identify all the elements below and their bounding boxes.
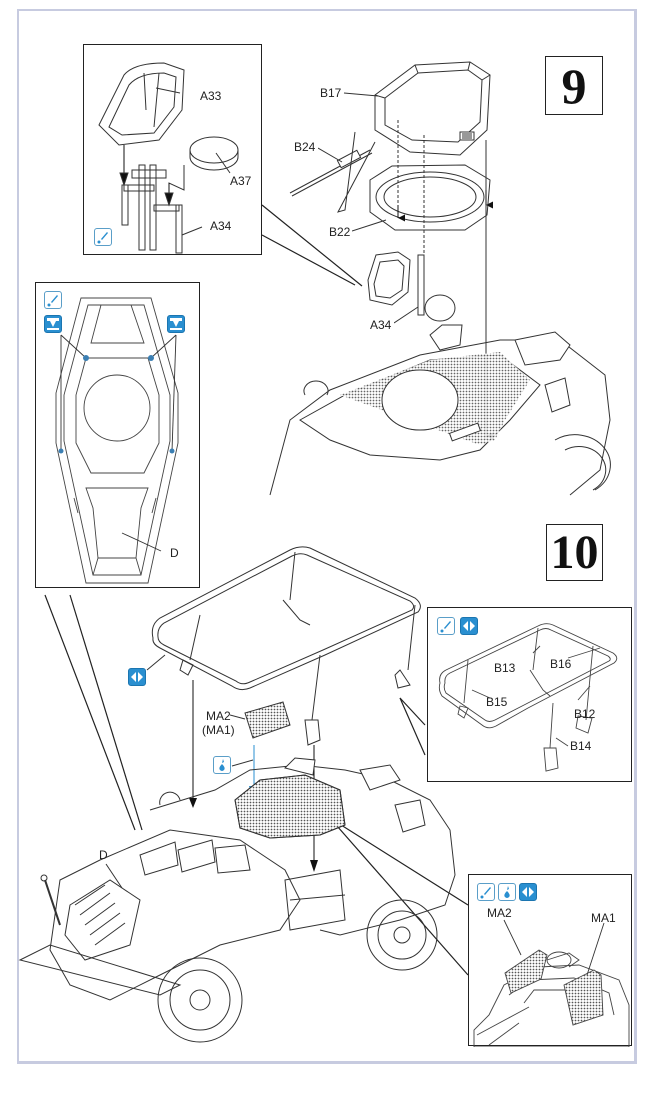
leader-a34-main [394,306,419,324]
part-ma2-mesh [504,949,548,994]
mesh-screens-drawing [473,919,630,1047]
drill-point [148,355,154,361]
part-a37-cushion [189,136,239,164]
seat-assembly-inset: A33 A37 A34 [83,44,262,255]
part-d-hull-top [55,297,179,584]
leader-b24 [318,147,343,163]
label-b14: B14 [570,739,592,753]
label-d-main: D [99,848,108,862]
label-b15: B15 [486,695,508,709]
part-a34-seat-assembled [367,251,456,322]
leader-b17 [343,92,379,97]
label-a37: A37 [230,174,252,188]
drill-point [58,448,64,454]
glue-icon [44,291,62,309]
flip-both-sides-icon [128,668,146,686]
glue-icon [437,617,455,635]
part-a33-seat [98,62,185,146]
flip-both-sides-icon [519,883,537,901]
frame-antenna-main [151,546,421,746]
leader-b22 [352,219,387,232]
label-b17: B17 [320,86,342,100]
part-b22-ring [369,164,491,231]
label-ma2-inset: MA2 [487,906,512,920]
part-ma2-mesh-main [244,701,291,739]
leader-cyanoacrylate-icon [231,759,254,767]
drill-hole-icon [167,315,185,333]
label-ma1-main: (MA1) [202,723,235,737]
label-b16: B16 [550,657,572,671]
label-a33: A33 [200,89,222,103]
label-ma1-inset: MA1 [591,911,616,925]
mesh-screens-inset: MA2 MA1 [468,874,632,1047]
step-number-9: 9 [545,56,603,115]
leader-flip-icon [146,654,166,671]
hull-top-inset: D [35,282,200,588]
drill-point [169,448,175,454]
label-b12: B12 [574,707,596,721]
frame-inset-callout [399,697,426,756]
glue-icon [94,228,112,246]
seat-assembly-drawing [98,62,239,254]
leader-ma2-main [230,714,246,720]
flip-both-sides-icon [460,617,478,635]
seat-inset-callout [261,204,363,287]
frame-antenna-inset: B13 B16 B15 B12 B14 [427,607,632,782]
part-b24-machine-gun [289,131,376,213]
label-ma2-main: MA2 [206,709,231,723]
label-b22: B22 [329,225,351,239]
part-b17-turret-shield [374,61,491,156]
part-ma1-mesh [563,969,604,1026]
hull-inset-callout [44,594,143,831]
drill-point [83,355,89,361]
cyanoacrylate-glue-icon [498,883,516,901]
label-b24: B24 [294,140,316,154]
label-a34: A34 [210,219,232,233]
label-b13: B13 [494,661,516,675]
mesh-inset-callout [329,817,469,976]
step-number-10: 10 [546,524,603,581]
cyanoacrylate-glue-icon [213,756,231,774]
label-d-inset: D [170,546,179,560]
glue-icon [477,883,495,901]
vehicle-hull-step10 [18,757,456,1043]
label-a34-main: A34 [370,318,392,332]
leader-d-main [105,863,123,889]
vehicle-hull-step9 [269,324,611,496]
frame-antenna-drawing [438,623,618,772]
drill-hole-icon [44,315,62,333]
